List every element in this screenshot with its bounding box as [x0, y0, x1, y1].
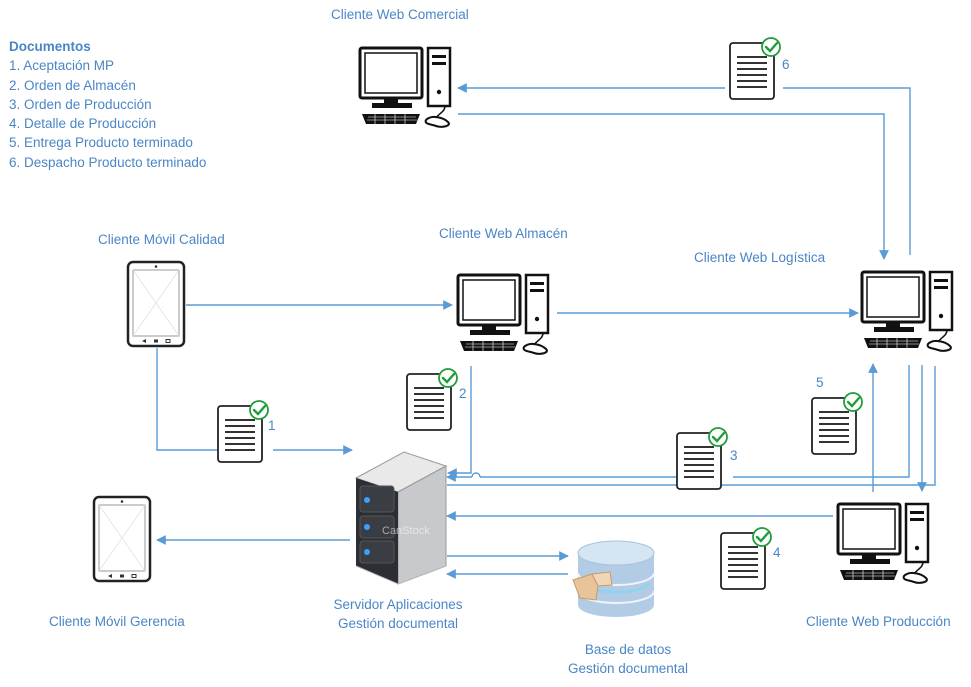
arrow-servidor-logistica [447, 366, 936, 486]
label-bd-line2: Gestión documental [567, 661, 689, 676]
documents-legend: Documentos 1. Aceptación MP 2. Orden de … [9, 37, 206, 172]
legend-item: 4. Detalle de Producción [9, 116, 157, 132]
document-number-4: 4 [773, 545, 781, 560]
arrow-logistica-servidor-a [733, 365, 910, 478]
computer-produccion-icon [836, 502, 930, 585]
computer-comercial-icon [358, 46, 452, 129]
legend-item: 6. Despacho Producto terminado [9, 154, 207, 170]
label-servidor-line1: Servidor Aplicaciones [333, 597, 463, 612]
label-cliente-web-logistica: Cliente Web Logística [694, 250, 826, 265]
document-3-icon [675, 426, 729, 491]
tablet-gerencia-icon [92, 495, 152, 583]
watermark-text: CanStock [382, 525, 430, 537]
database-icon [572, 540, 655, 617]
document-number-3: 3 [730, 448, 738, 463]
label-cliente-movil-gerencia: Cliente Móvil Gerencia [49, 614, 185, 629]
legend-item: 3. Orden de Producción [9, 96, 152, 112]
document-number-1: 1 [268, 418, 276, 433]
arrow-calidad-servidor-a [156, 348, 218, 451]
document-2-icon [405, 367, 459, 432]
label-servidor-line2: Gestión documental [337, 616, 459, 631]
label-cliente-web-comercial: Cliente Web Comercial [331, 7, 469, 22]
computer-almacen-icon [456, 273, 550, 356]
tablet-calidad-icon [126, 260, 186, 348]
label-bd-line1: Base de datos [584, 642, 672, 657]
document-5-icon [810, 391, 864, 456]
document-1-icon [216, 399, 270, 464]
document-number-2: 2 [459, 386, 467, 401]
legend-item: 2. Orden de Almacén [9, 77, 136, 93]
label-cliente-web-produccion: Cliente Web Producción [806, 614, 951, 629]
label-cliente-web-almacen: Cliente Web Almacén [439, 226, 568, 241]
arrow-hop [471, 472, 481, 478]
label-cliente-movil-calidad: Cliente Móvil Calidad [98, 232, 225, 247]
arrow-comercial-logistica [458, 113, 889, 260]
connection-arrows [156, 83, 936, 579]
document-number-6: 6 [782, 57, 790, 72]
document-6-icon [728, 36, 782, 101]
arrow-logistica-comercial-a [783, 87, 911, 255]
legend-item: 5. Entrega Producto terminado [9, 135, 193, 151]
server-icon [354, 451, 448, 585]
document-4-icon [719, 526, 773, 591]
label-base-de-datos: Base de datos Gestión documental [548, 640, 708, 678]
label-servidor-aplicaciones: Servidor Aplicaciones Gestión documental [318, 595, 478, 633]
computer-logistica-icon [860, 270, 954, 353]
legend-item: 1. Aceptación MP [9, 58, 115, 74]
legend-title: Documentos [9, 39, 91, 54]
document-number-5: 5 [816, 375, 824, 390]
